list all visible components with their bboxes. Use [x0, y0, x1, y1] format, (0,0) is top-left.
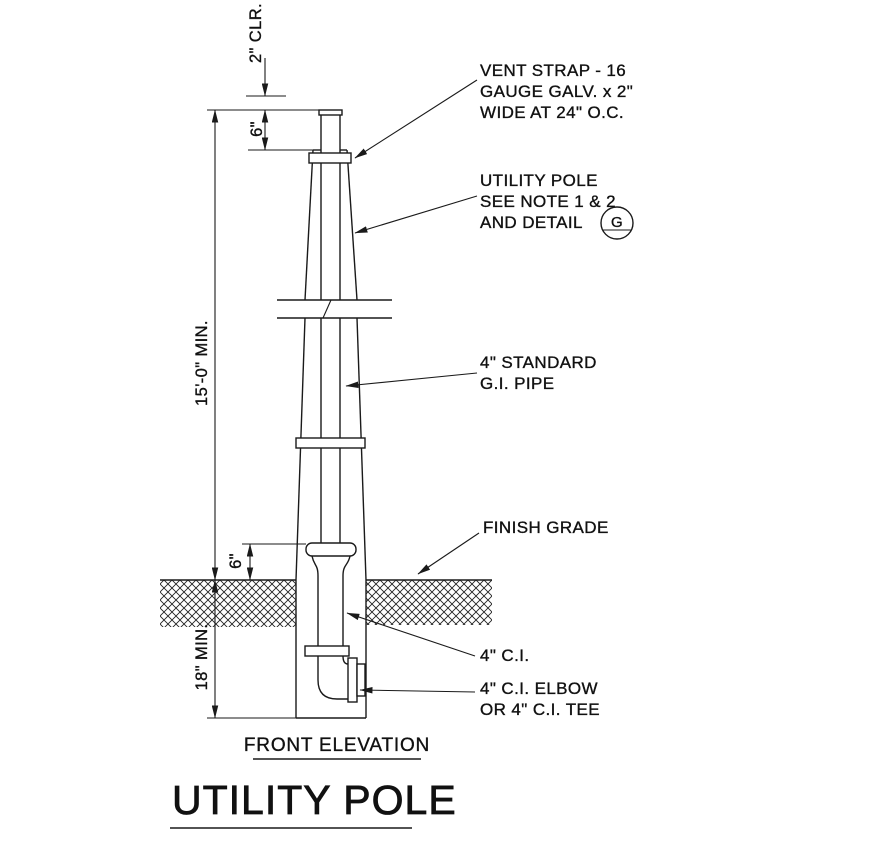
utility-pole-label-line2: SEE NOTE 1 & 2 — [480, 192, 616, 211]
dim-label-6in-hub: 6" — [227, 553, 245, 569]
detail-bubble-letter: G — [611, 214, 623, 231]
drawing-title: UTILITY POLE — [172, 777, 457, 823]
leader-gi-pipe — [345, 372, 478, 389]
elbow-outer-curve — [317, 656, 348, 700]
leader-vent-strap — [354, 79, 478, 159]
ground-hatch-left — [160, 580, 296, 627]
pipe-hub-bell — [305, 542, 357, 577]
ci-pipe-label: 4" C.I. — [480, 646, 529, 665]
pole-right-edge-lower — [356, 317, 367, 581]
excavation-outline — [295, 580, 367, 719]
leader-ci-pipe — [346, 612, 476, 657]
dim-label-pole-height: 15'-0" MIN. — [193, 320, 211, 406]
detail-bubble-circle — [600, 206, 634, 240]
break-symbol — [277, 299, 392, 319]
pole-right-edge-upper — [346, 149, 358, 301]
vent-strap-label-line2: GAUGE GALV. x 2" — [480, 82, 633, 101]
elbow-flange-ring-2 — [356, 663, 366, 697]
dimension-lines — [207, 58, 319, 719]
ci-elbow — [304, 645, 366, 703]
vent-pipe-cap — [318, 109, 343, 116]
finish-grade-ground — [160, 579, 492, 627]
pole-and-pipe — [277, 109, 392, 719]
pole-left-edge-upper — [304, 149, 314, 301]
ci-elbow-label-line1: 4" C.I. ELBOW — [480, 679, 598, 698]
dim-label-2in-clr: 2" CLR. — [247, 3, 265, 63]
elbow-inner-curve — [342, 655, 349, 665]
view-subtitle: FRONT ELEVATION — [244, 735, 430, 756]
utility-pole-label-line1: UTILITY POLE — [480, 171, 598, 190]
ci-elbow-label-line2: OR 4" C.I. TEE — [480, 700, 600, 719]
leader-ci-elbow — [359, 686, 476, 694]
gi-pipe-label-line2: G.I. PIPE — [480, 374, 554, 393]
dim-label-6in-top: 6" — [248, 121, 266, 137]
finish-grade-label: FINISH GRADE — [483, 518, 609, 537]
pole-left-edge-lower — [295, 317, 306, 581]
pipe-coupling-band — [295, 437, 366, 449]
utility-pole-label-line3: AND DETAIL — [480, 213, 583, 232]
gi-pipe-label-line1: 4" STANDARD — [480, 353, 597, 372]
titles: FRONT ELEVATION UTILITY POLE — [170, 735, 457, 829]
vent-strap — [308, 152, 352, 164]
annotation-labels: VENT STRAP - 16 GAUGE GALV. x 2" WIDE AT… — [480, 61, 634, 719]
elbow-flange-ring-1 — [347, 657, 358, 703]
vent-strap-label-line1: VENT STRAP - 16 — [480, 61, 626, 80]
leader-finish-grade — [417, 532, 480, 575]
detail-bubble: G — [600, 206, 634, 240]
leader-utility-pole — [354, 195, 478, 234]
leader-lines — [345, 79, 480, 694]
ground-hatch-right — [366, 580, 492, 625]
dim-label-burial-depth: 18" MIN. — [193, 624, 211, 691]
elbow-hub-band — [304, 645, 350, 657]
dimension-labels: 2" CLR. 6" 15'-0" MIN. 6" 18" MIN. — [193, 3, 266, 691]
vent-strap-label-line3: WIDE AT 24" O.C. — [480, 103, 624, 122]
